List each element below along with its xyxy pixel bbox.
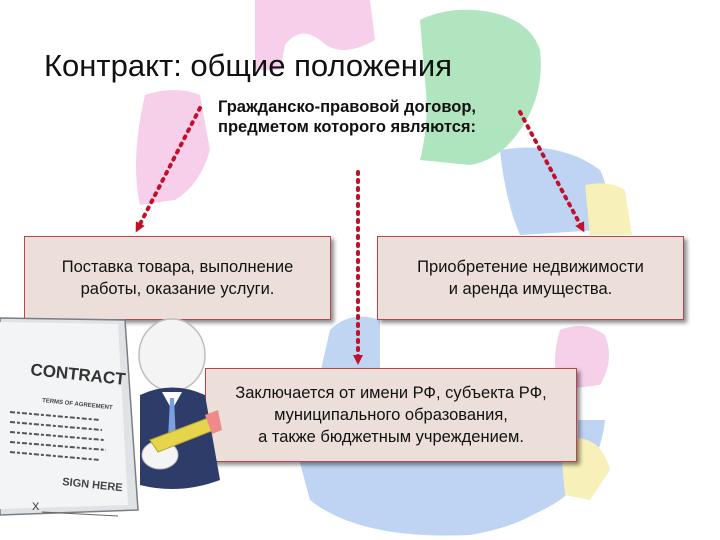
box-line: и аренда имущества.: [448, 280, 613, 298]
subtitle-line: предметом которого являются:: [218, 118, 477, 136]
bg-pink-top-shape: [255, 0, 375, 70]
box-line: а также бюджетным учреждением.: [258, 428, 524, 446]
box-line: работы, оказание услуги.: [80, 280, 275, 298]
bg-blue-bottom-lower: [300, 463, 578, 536]
slide-subtitle: Гражданско-правовой договор, предметом к…: [218, 97, 538, 137]
box-line: Заключается от имени РФ, субъекта РФ,: [235, 384, 547, 402]
contract-document: CONTRACT TERMS OF AGREEMENT SIGN HERE X: [0, 317, 139, 517]
box-line: муниципального образования,: [274, 406, 508, 424]
box-realty-lease: Приобретение недвижимости и аренда имуще…: [377, 236, 684, 320]
box-goods-works-services: Поставка товара, выполнение работы, оказ…: [24, 236, 331, 320]
contract-sign-mark: X: [32, 501, 40, 513]
bg-yellow-right-shape: [585, 183, 632, 235]
box-line: Приобретение недвижимости: [417, 258, 644, 276]
subtitle-line: Гражданско-правовой договор,: [218, 98, 476, 116]
white-figure: [138, 318, 222, 489]
bg-green-top-shape: [420, 9, 541, 166]
contract-text-lines: [9, 411, 107, 461]
bg-pink-left-shape: [136, 90, 210, 205]
box-concluded-on-behalf: Заключается от имени РФ, субъекта РФ, му…: [205, 368, 577, 462]
contract-figure-illustration: CONTRACT TERMS OF AGREEMENT SIGN HERE X: [0, 317, 222, 517]
box-line: Поставка товара, выполнение: [61, 258, 294, 276]
slide-title: Контракт: общие положения: [44, 48, 452, 83]
